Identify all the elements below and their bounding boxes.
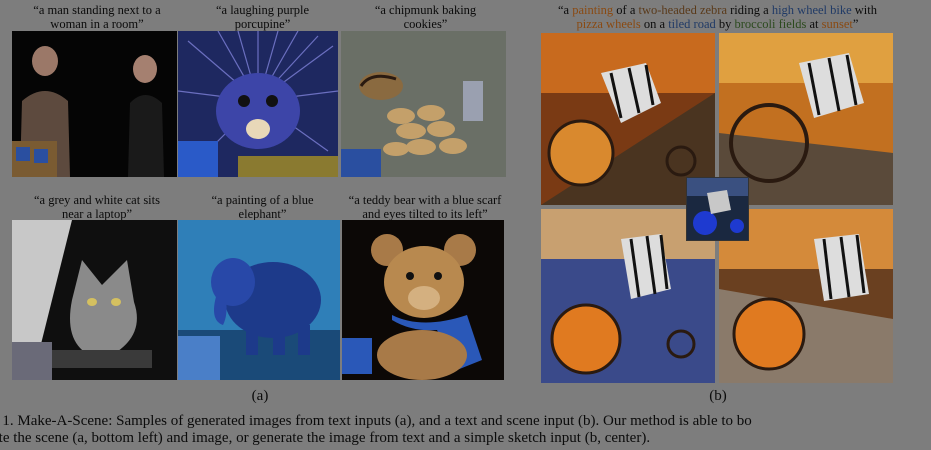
caption-a4: “a grey and white cat sits near a laptop… [12, 193, 182, 221]
image-chipmunk [341, 31, 506, 177]
caption-line: “a grey and white cat sits [34, 193, 160, 207]
figure-caption-line: e 1. Make-A-Scene: Samples of generated … [0, 413, 752, 429]
image-zebra-top-left [541, 33, 715, 205]
subfigure-label-b: (b) [709, 388, 727, 404]
caption-line: elephant” [238, 207, 287, 221]
caption-b-line1: “a painting of a two-headed zebra riding… [530, 3, 905, 17]
image-porcupine [178, 31, 338, 177]
caption-line: “a laughing purple [215, 3, 310, 17]
image-elephant [178, 220, 340, 380]
caption-highlight: tiled road [668, 17, 716, 31]
caption-line: and eyes tilted to its left” [362, 207, 488, 221]
caption-line: cookies” [403, 17, 448, 31]
caption-a2: “a laughing purple porcupine” [180, 3, 345, 31]
caption-text: by [715, 17, 735, 31]
caption-line: “a man standing next to a [33, 3, 161, 17]
caption-text: of a [613, 3, 639, 17]
caption-text: “a [557, 3, 573, 17]
caption-b: “a painting of a two-headed zebra riding… [530, 3, 905, 31]
caption-text: riding a [727, 3, 772, 17]
caption-line: near a laptop” [61, 207, 133, 221]
image-zebra-top-right [719, 33, 893, 205]
caption-line: “a chipmunk baking [374, 3, 477, 17]
caption-line: woman in a room” [50, 17, 144, 31]
caption-text: with [851, 3, 878, 17]
caption-a1: “a man standing next to a woman in a roo… [12, 3, 182, 31]
caption-highlight: pizza wheels [576, 17, 641, 31]
caption-b-line2: pizza wheels on a tiled road by broccoli… [530, 17, 905, 31]
image-man-woman [12, 31, 177, 177]
caption-highlight: painting [572, 3, 614, 17]
image-zebra-bottom-right [719, 209, 893, 383]
image-teddy-bear [342, 220, 504, 380]
image-cat [12, 220, 177, 380]
caption-highlight: broccoli fields [734, 17, 807, 31]
caption-a3: “a chipmunk baking cookies” [343, 3, 508, 31]
subfigure-label-a: (a) [251, 388, 269, 404]
caption-a6: “a teddy bear with a blue scarf and eyes… [335, 193, 515, 221]
caption-line: “a teddy bear with a blue scarf [348, 193, 502, 207]
image-sketch-input [686, 177, 749, 241]
caption-a5: “a painting of a blue elephant” [180, 193, 345, 221]
caption-highlight: two-headed zebra [638, 3, 728, 17]
caption-text: ” [852, 17, 859, 31]
caption-line: “a painting of a blue [211, 193, 314, 207]
figure-caption-line: ate the scene (a, bottom left) and image… [0, 430, 651, 446]
figure-caption: e 1. Make-A-Scene: Samples of generated … [0, 413, 931, 447]
caption-line: porcupine” [234, 17, 291, 31]
caption-highlight: sunset [821, 17, 853, 31]
caption-text: on a [640, 17, 669, 31]
caption-highlight: high wheel bike [771, 3, 852, 17]
caption-text: at [806, 17, 822, 31]
